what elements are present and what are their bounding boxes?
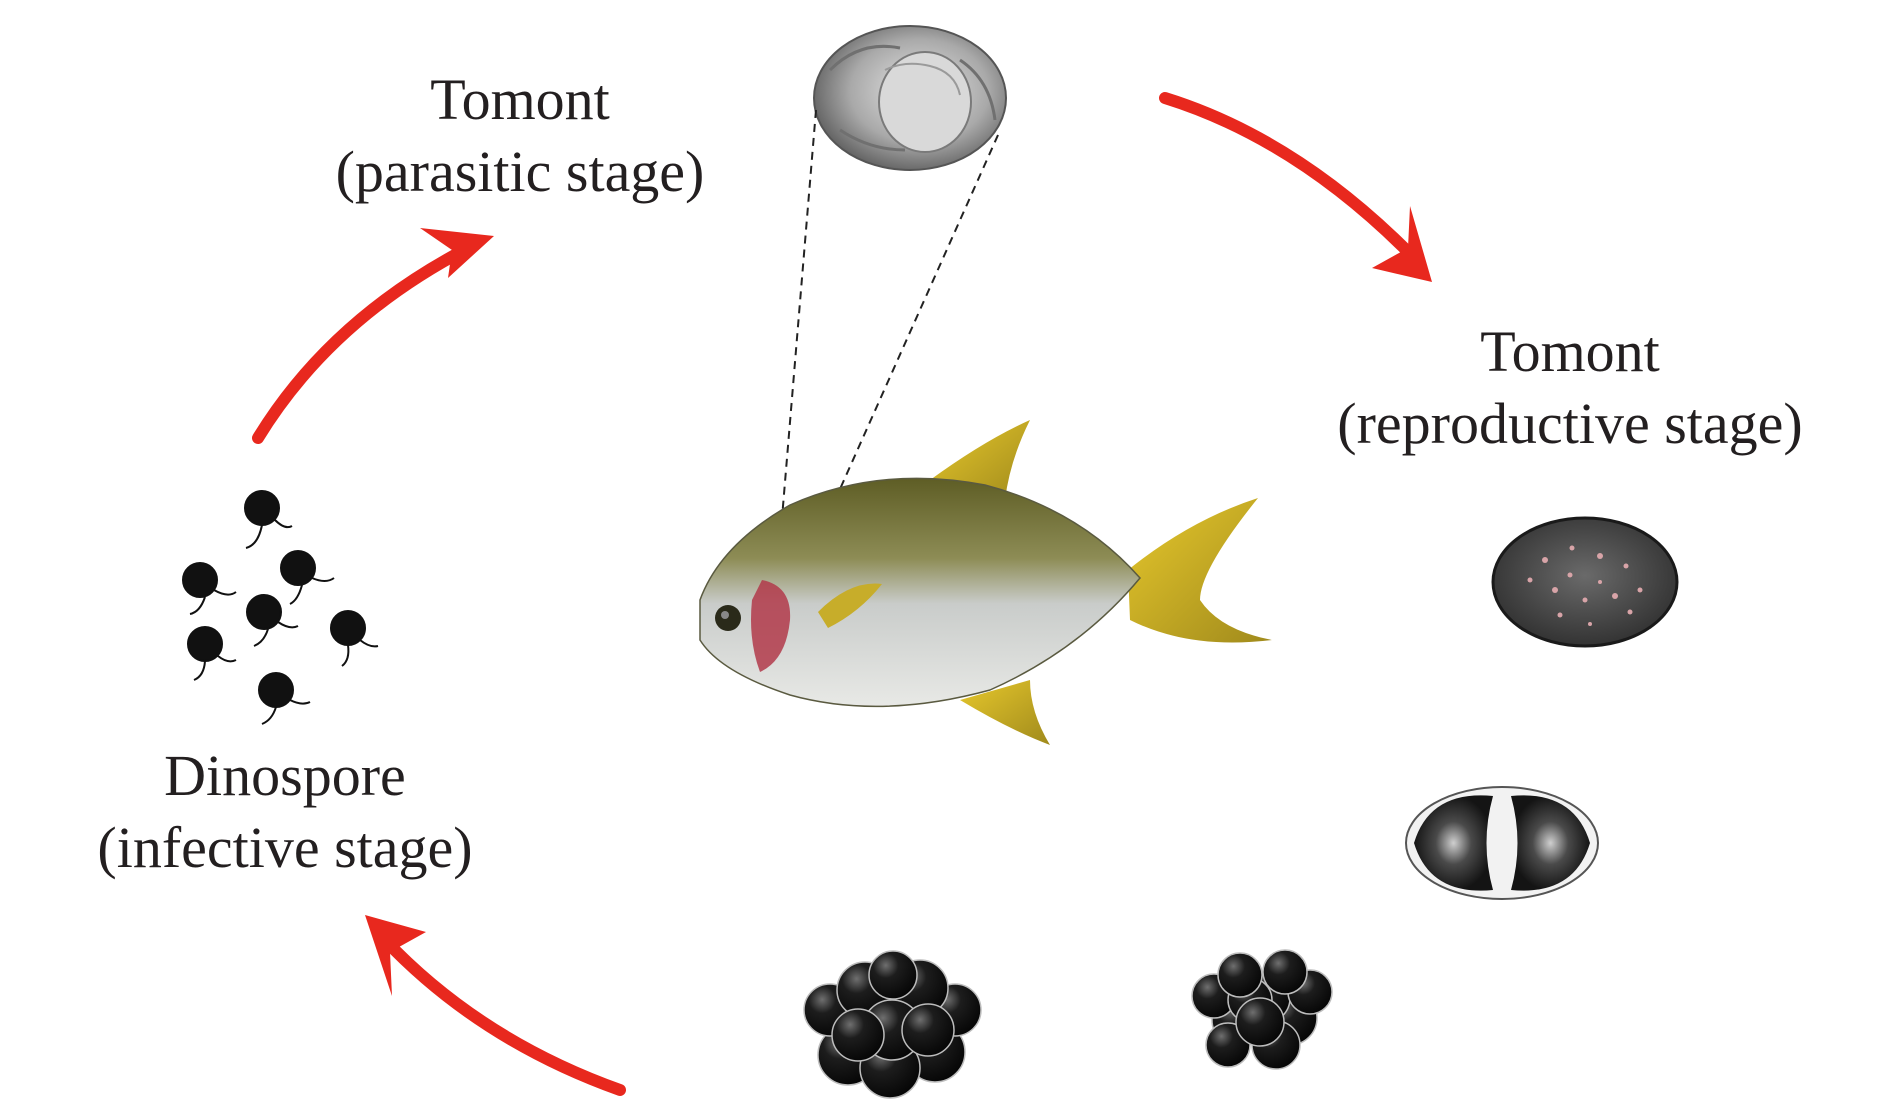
dinospore-icon: [246, 594, 299, 647]
dinospore-icon: [280, 550, 335, 605]
dinospore-icon: [244, 490, 293, 549]
parasite-micrograph-icon: [813, 25, 1007, 171]
arrow-bottom-left: [365, 915, 626, 1096]
tomite-cluster-small-icon: [1191, 949, 1333, 1070]
dividing-tomont-icon: [1405, 786, 1599, 900]
tomont-parasitic-stage: (parasitic stage): [335, 139, 705, 204]
dinospore-icon: [182, 562, 237, 615]
arrow-top-right: [1159, 92, 1432, 282]
pompano-fish-icon: [699, 420, 1272, 745]
dinospore-title: Dinospore: [164, 743, 406, 808]
tomont-reproductive-title: Tomont: [1480, 319, 1660, 384]
tomont-parasitic-label: Tomont (parasitic stage): [290, 64, 750, 208]
dinospore-icon: [330, 610, 379, 667]
tomont-reproductive-stage: (reproductive stage): [1337, 391, 1803, 456]
arrow-top-left: [252, 228, 494, 444]
dinospore-icon: [187, 626, 237, 681]
dinospore-label: Dinospore (infective stage): [55, 740, 515, 884]
tomont-parasitic-title: Tomont: [430, 67, 610, 132]
dinospore-group-icon: [182, 490, 379, 725]
tomite-cluster-large-icon: [803, 950, 982, 1099]
dinospore-stage: (infective stage): [97, 815, 473, 880]
tomont-reproductive-label: Tomont (reproductive stage): [1290, 316, 1850, 460]
reproductive-tomont-icon: [1491, 516, 1679, 648]
dinospore-icon: [258, 672, 311, 725]
